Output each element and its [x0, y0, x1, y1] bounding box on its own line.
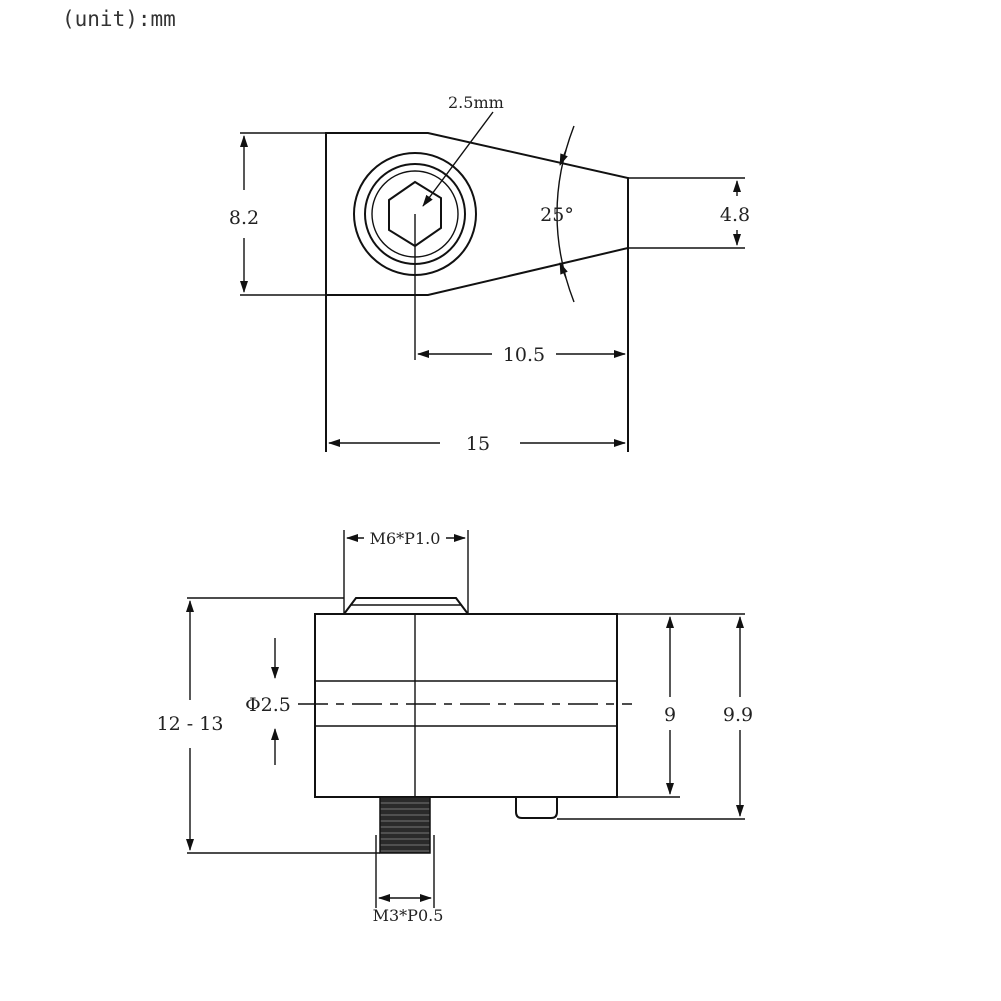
height-with-pin-label: 9.9 [723, 704, 753, 726]
top-thread-label: M6*P1.0 [370, 529, 441, 548]
bolt-head-cap [343, 597, 469, 615]
top-view: 2.5mm 8.2 25° 4.8 10.5 15 [229, 93, 750, 455]
hex-size-label: 2.5mm [448, 93, 504, 112]
total-length-label: 15 [466, 433, 490, 455]
locating-pin [515, 797, 558, 819]
unit-note: (unit):mm [62, 7, 176, 31]
side-view: M6*P1.0 Φ2.5 12 - 13 9 9.9 [157, 529, 754, 925]
hole-diameter-label: Φ2.5 [245, 694, 291, 716]
height-label: 8.2 [229, 207, 259, 229]
body-height-label: 9 [664, 704, 676, 726]
overall-height-label: 12 - 13 [157, 713, 224, 735]
hex-size-leader [422, 111, 494, 207]
angle-label: 25° [540, 204, 574, 226]
bottom-thread-label: M3*P0.5 [373, 906, 444, 925]
bottom-threaded-stud [379, 796, 431, 854]
center-to-tip-label: 10.5 [503, 344, 545, 366]
hex-socket-icon [388, 180, 442, 248]
angle-arrow-top [559, 149, 568, 166]
angle-arc [556, 125, 575, 303]
angle-arrow-bottom [559, 262, 568, 279]
side-body [314, 613, 618, 798]
tip-height-label: 4.8 [720, 204, 750, 226]
